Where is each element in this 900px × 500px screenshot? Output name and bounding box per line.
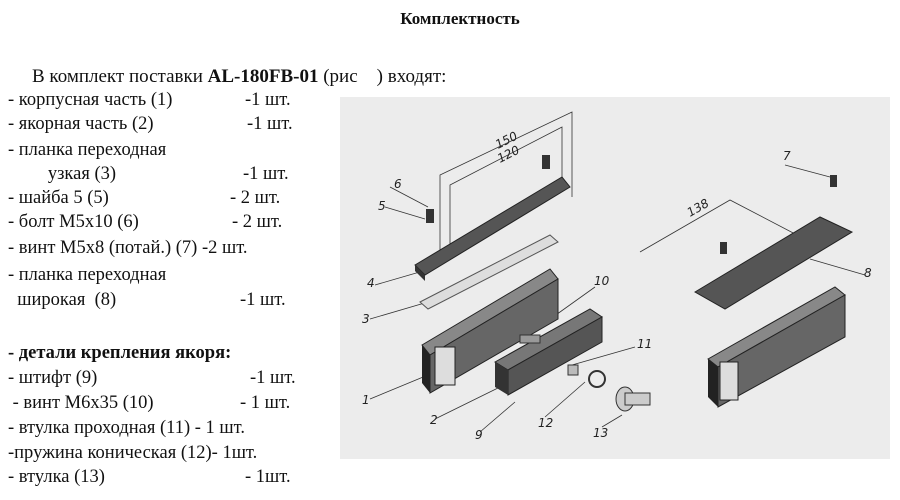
callout-5: 5: [378, 199, 386, 213]
callout-12: 12: [538, 416, 553, 430]
model-name: AL-180FB-01: [207, 66, 319, 87]
callout-7: 7: [783, 149, 791, 163]
list-item: - штифт (9)-1 шт.: [8, 368, 296, 388]
list-item: - втулка проходная (11) - 1 шт.: [8, 418, 245, 438]
callout-4: 4: [367, 276, 375, 290]
callout-13: 13: [593, 426, 608, 440]
callout-2: 2: [430, 413, 438, 427]
callout-8: 8: [864, 266, 872, 280]
anchor-heading: - детали крепления якоря:: [8, 343, 232, 363]
callout-10: 10: [594, 274, 610, 288]
list-item: - винт М5х8 (потай.) (7) -2 шт.: [8, 238, 248, 258]
dimension-label: 138: [685, 196, 712, 220]
list-item: - планка переходная: [8, 140, 167, 160]
list-item: - шайба 5 (5)- 2 шт.: [8, 188, 281, 208]
list-item: широкая (8)-1 шт.: [8, 290, 286, 310]
list-item: - якорная часть (2)-1 шт.: [8, 114, 293, 134]
intro-prefix: В комплект поставки: [32, 66, 208, 87]
intro-suffix: (рис ) входят:: [318, 66, 447, 87]
callout-9: 9: [475, 428, 483, 442]
list-item: - корпусная часть (1)-1 шт.: [8, 90, 291, 110]
list-item: - болт М5х10 (6)- 2 шт.: [8, 212, 283, 232]
list-item: - планка переходная: [8, 265, 167, 285]
callout-11: 11: [637, 337, 652, 351]
page-title: Комплектность: [400, 9, 520, 28]
list-item: -пружина коническая (12)- 1шт.: [8, 443, 258, 463]
callout-1: 1: [362, 393, 370, 407]
list-item: - втулка (13)- 1шт.: [8, 467, 291, 487]
exploded-assembly-diagram: 150 120 138 1 2 3 4 5 6 7 8 9 10 11 12 1…: [340, 97, 890, 459]
callout-6: 6: [394, 177, 402, 191]
callout-3: 3: [362, 312, 370, 326]
list-item: - винт М6х35 (10)- 1 шт.: [8, 393, 291, 413]
intro-line: В комплект поставки AL-180FB-01 (рис ) в…: [32, 66, 446, 88]
list-item: узкая (3)-1 шт.: [34, 164, 289, 184]
